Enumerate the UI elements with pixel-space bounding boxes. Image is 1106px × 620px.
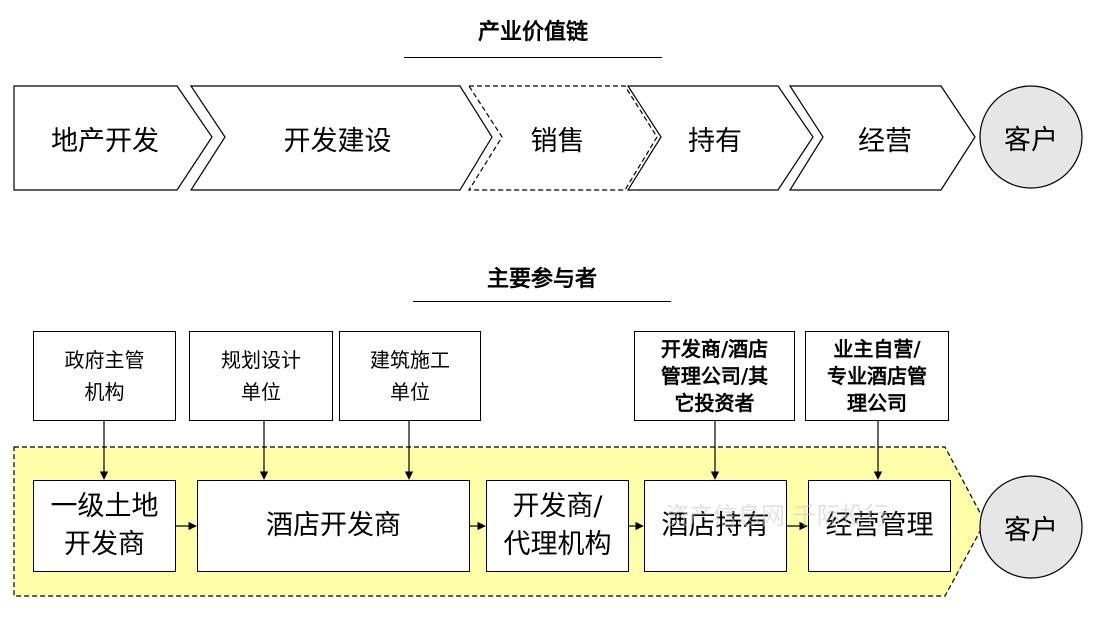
chevron-construction: [189, 85, 493, 191]
top-box-developers-investors: 开发商/酒店管理公司/其它投资者: [634, 331, 795, 421]
top-box-planning-design: 规划设计单位: [189, 331, 333, 421]
chevron-holding: [626, 85, 814, 191]
flow-box-hotel-holding: 酒店持有: [644, 480, 787, 572]
flow-box-operation-management: 经营管理: [808, 480, 951, 572]
chevron-label-sales: 销售: [530, 125, 585, 157]
chevron-label-operation: 经营: [858, 125, 912, 157]
chevron-label-land-development: 地产开发: [51, 125, 159, 157]
value-chain-customer-label: 客户: [1004, 124, 1058, 156]
top-box-construction: 建筑施工单位: [339, 331, 481, 421]
participants-customer-label: 客户: [1004, 514, 1058, 546]
value-chain-title: 产业价值链: [477, 20, 588, 45]
flow-box-primary-land-developer: 一级土地开发商: [33, 480, 176, 572]
participants-title: 主要参与者: [486, 267, 597, 292]
chevron-label-holding: 持有: [688, 125, 742, 157]
participants-customer-circle: [979, 475, 1083, 579]
flow-box-developer-agency: 开发商/代理机构: [486, 480, 629, 572]
chevron-operation: [788, 85, 976, 191]
chevron-label-construction: 开发建设: [283, 125, 392, 157]
participants-title-rule: [413, 301, 671, 302]
top-box-government: 政府主管机构: [33, 331, 176, 421]
top-box-hotel-management: 业主自营/专业酒店管理公司: [805, 331, 949, 421]
watermark: 资产信息网 千际投行: [665, 502, 889, 530]
flow-box-hotel-developer: 酒店开发商: [197, 480, 470, 572]
chevron-land-development: [13, 85, 213, 191]
value-chain-customer-circle: [979, 85, 1083, 189]
chevron-sales: [467, 85, 658, 191]
value-chain-title-rule: [404, 57, 662, 58]
